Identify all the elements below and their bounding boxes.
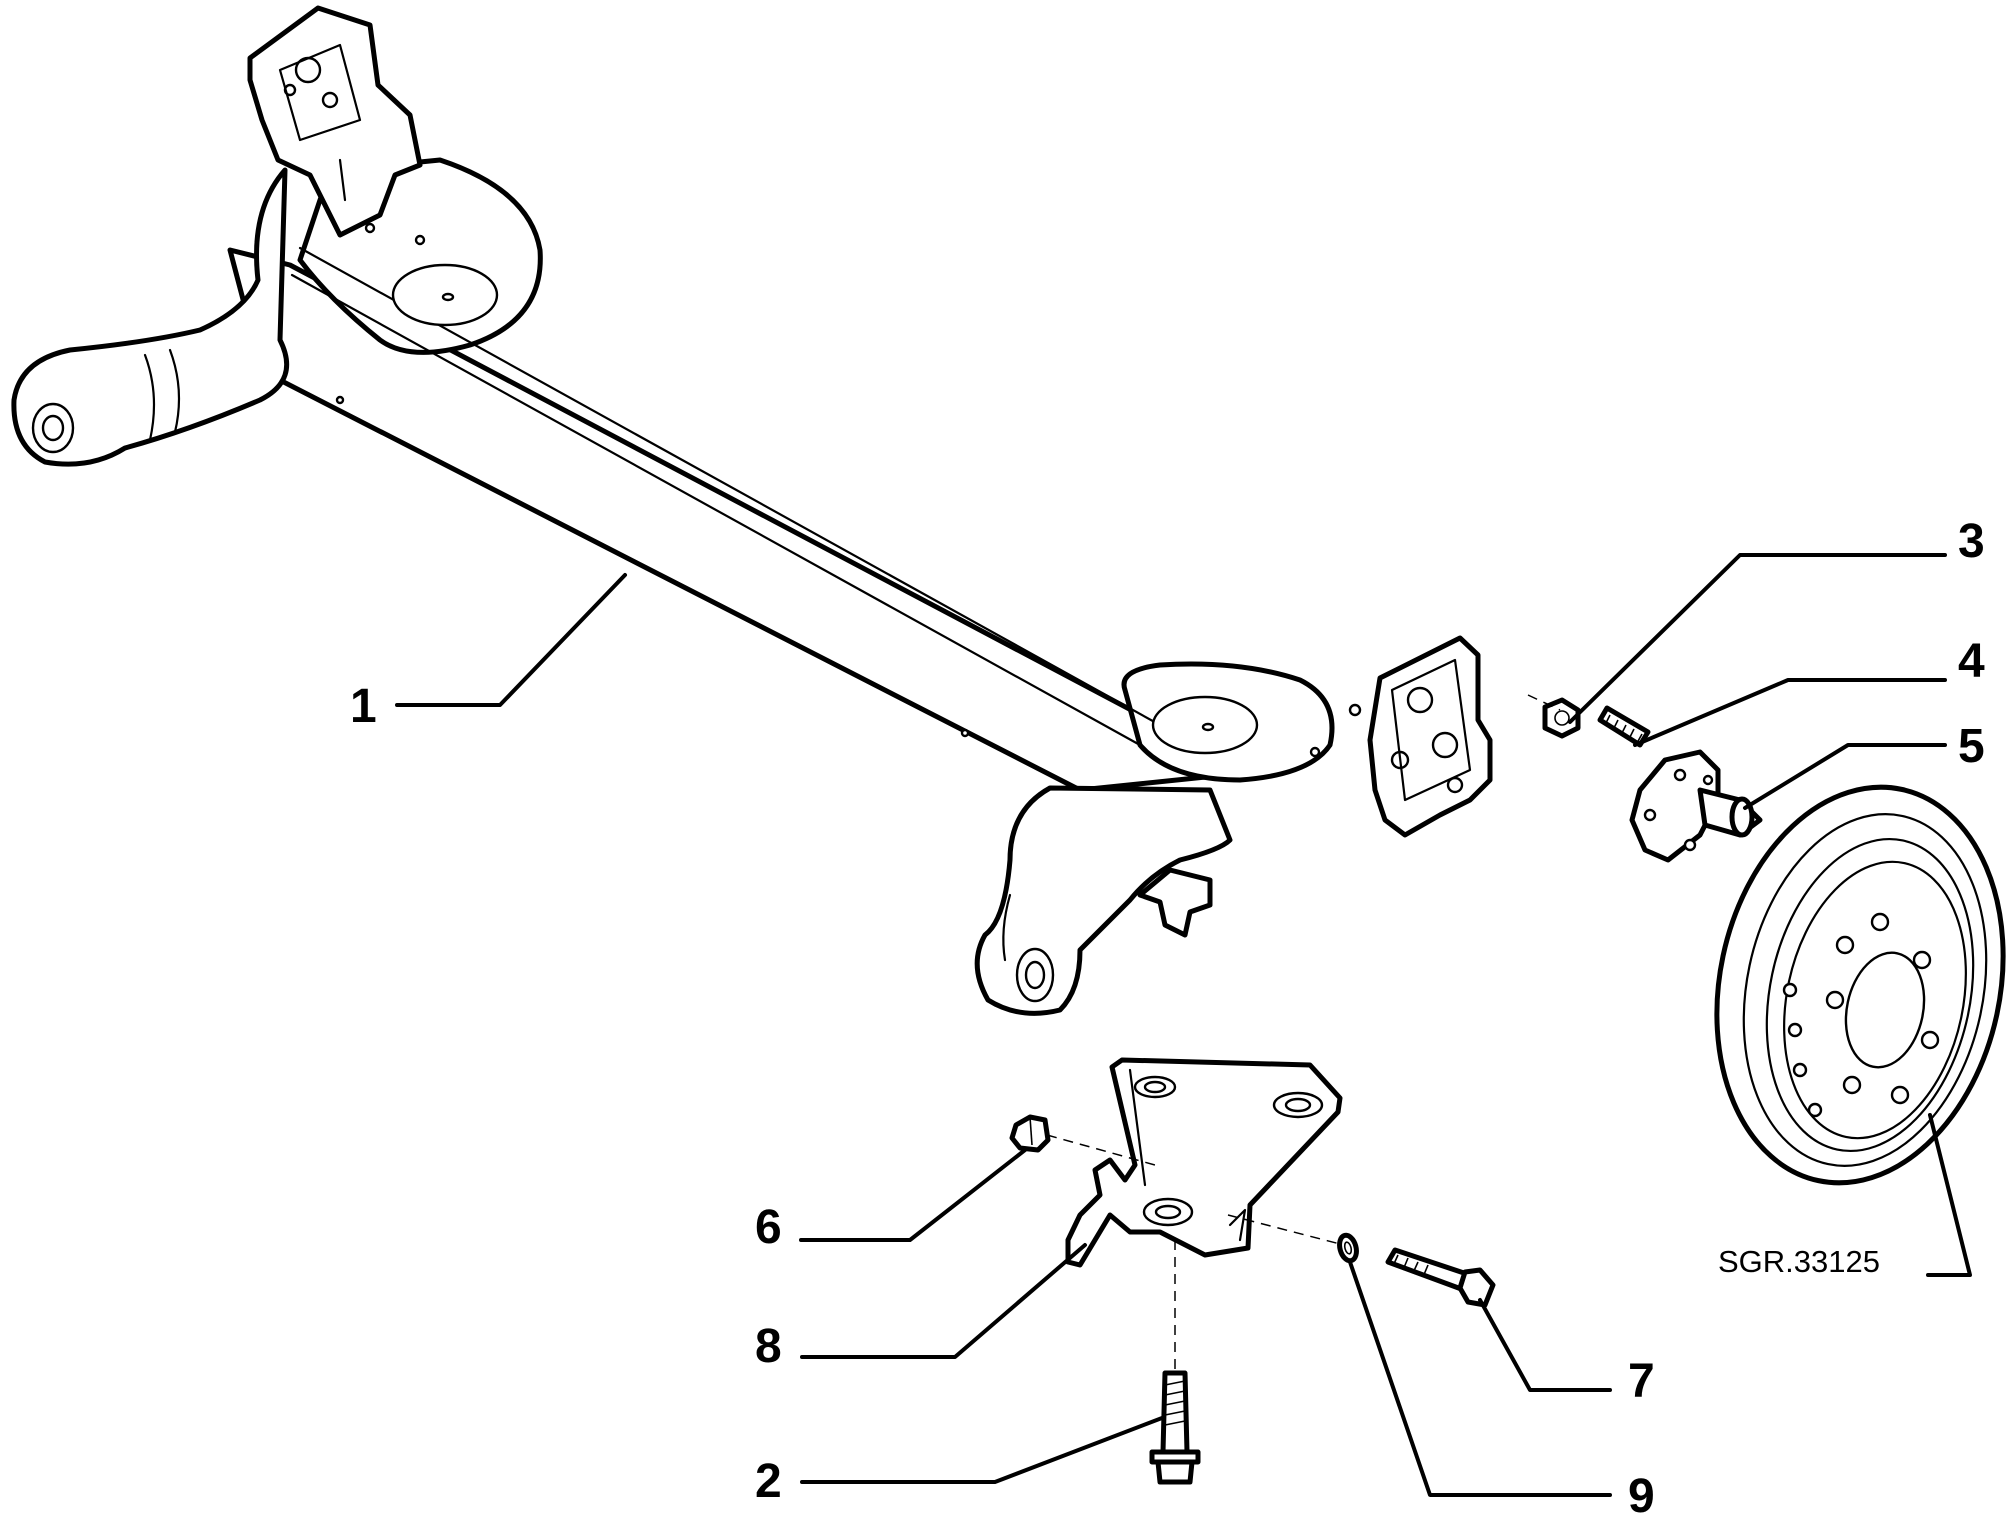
wheel-stud[interactable]: [1597, 705, 1651, 748]
drawing-reference: SGR.33125: [1718, 1244, 1880, 1279]
rear-axle-beam[interactable]: [11, 5, 1493, 1016]
bracket-bolt[interactable]: [1149, 1370, 1201, 1485]
callout-2: 2: [755, 1455, 782, 1508]
brake-drum: [1714, 784, 2006, 1186]
hub-nut[interactable]: [1542, 697, 1581, 739]
callout-1: 1: [350, 680, 377, 733]
callout-7: 7: [1628, 1355, 1655, 1408]
callout-5: 5: [1958, 720, 1985, 773]
callout-3: 3: [1958, 515, 1985, 568]
callout-4: 4: [1958, 635, 1985, 688]
stub-axle[interactable]: [1629, 749, 1763, 863]
assembly-axes: [1046, 694, 1561, 1370]
mounting-bolt[interactable]: [1385, 1247, 1496, 1308]
washer[interactable]: [1337, 1232, 1359, 1264]
leader-lines: [395, 553, 1972, 1497]
callout-9: 9: [1628, 1470, 1655, 1513]
bracket-nut[interactable]: [1009, 1114, 1051, 1153]
mounting-bracket[interactable]: [1065, 1057, 1343, 1268]
callout-8: 8: [755, 1320, 782, 1373]
callout-6: 6: [755, 1201, 782, 1254]
